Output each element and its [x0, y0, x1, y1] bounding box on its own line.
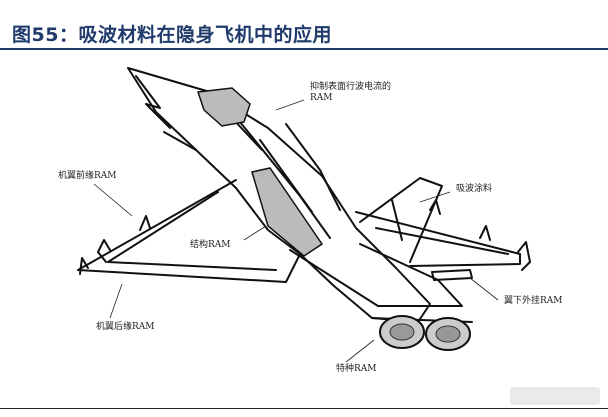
label-surface-wave-line2: RAM — [310, 93, 333, 103]
nacelle-body — [289, 243, 463, 307]
leader-special — [345, 339, 375, 363]
leader-structural — [243, 225, 267, 241]
pylon-right-1 — [479, 225, 491, 241]
left-wing — [77, 179, 301, 283]
pylon-left-3 — [79, 257, 89, 275]
structural-ram-patch — [251, 167, 324, 257]
label-absorbing-coating: 吸波涂料 — [456, 184, 493, 194]
pylon-left-2 — [139, 215, 151, 231]
label-underwing-ram: 翼下外挂RAM — [504, 296, 563, 306]
underwing-store — [431, 269, 473, 281]
canard — [135, 75, 171, 129]
pylon-right-2 — [517, 241, 531, 271]
figure-title: 图55：吸波材料在隐身飞机中的应用 — [12, 24, 332, 46]
leader-surface-wave — [275, 99, 305, 111]
label-wing-leading-edge-ram: 机翼前缘RAM — [58, 171, 117, 181]
left-engine-core — [389, 323, 415, 341]
right-wing-edge — [375, 227, 509, 255]
leading-edge — [163, 131, 197, 151]
leader-absorbing — [419, 191, 451, 203]
pylon-right-3 — [429, 199, 441, 215]
label-wing-trailing-edge-ram: 机翼后缘RAM — [96, 322, 155, 332]
vertical-tail-spine — [391, 199, 403, 241]
label-special-ram: 特种RAM — [336, 364, 377, 374]
leader-underwing — [469, 277, 499, 301]
bottom-divider — [0, 408, 608, 409]
watermark-badge — [510, 387, 600, 405]
right-wing — [355, 211, 521, 267]
label-structural-ram: 结构RAM — [190, 240, 231, 250]
pylon-left-1 — [97, 239, 111, 263]
vertical-tail — [359, 177, 443, 263]
label-surface-wave-ram: 抑制表面行波电流的 RAM — [310, 82, 391, 104]
stealth-aircraft-diagram — [77, 67, 531, 363]
leader-wing-trailing — [109, 283, 123, 319]
leader-wing-leading — [93, 183, 133, 217]
cockpit-ram-patch — [196, 87, 251, 127]
label-surface-wave-line1: 抑制表面行波电流的 — [310, 82, 392, 92]
left-wing-inner — [107, 191, 277, 271]
right-engine-core — [435, 325, 461, 343]
title-divider — [0, 48, 608, 50]
